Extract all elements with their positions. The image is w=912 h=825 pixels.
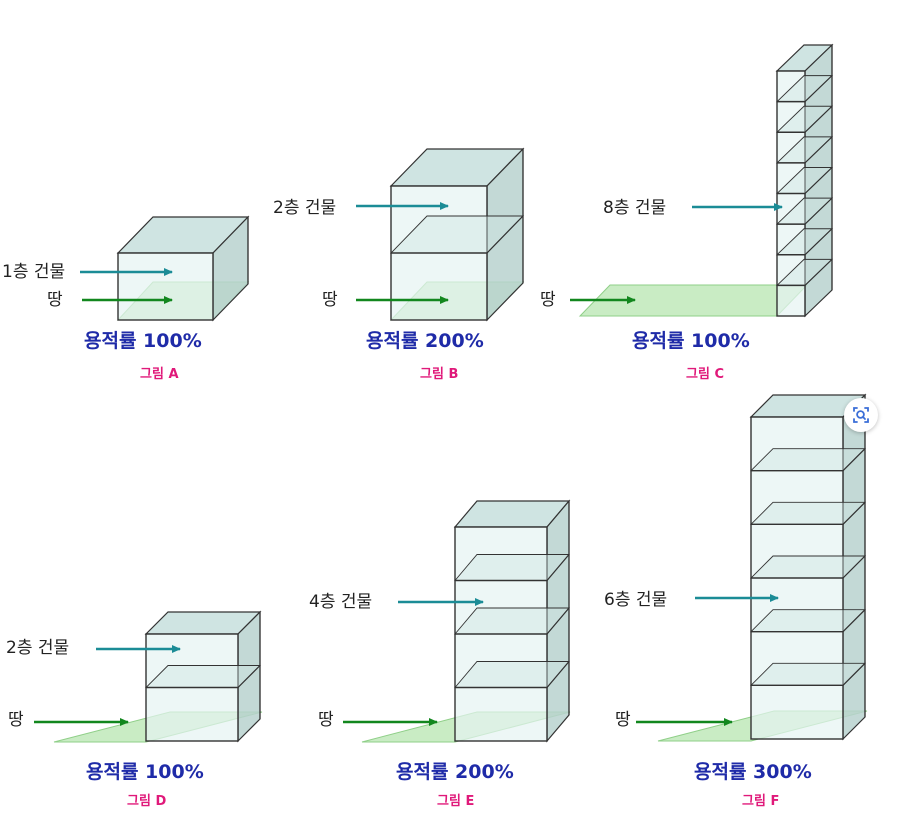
floor-edge-e <box>546 661 570 688</box>
floor-edge-f <box>842 609 866 633</box>
ratio-label-d: 용적률 100% <box>86 761 204 783</box>
building-label-f: 6층 건물 <box>604 590 668 610</box>
figure-caption-c: 그림 C <box>686 367 724 382</box>
building-front-a <box>117 252 214 321</box>
figure-caption-a: 그림 A <box>140 367 179 382</box>
land-label-c: 땅 <box>540 290 556 310</box>
figure-caption-f: 그림 F <box>742 794 780 809</box>
floor-edge-c <box>804 228 833 256</box>
land-label-d: 땅 <box>8 710 24 730</box>
floor-edge-f <box>842 448 866 472</box>
building-label-a: 1층 건물 <box>2 262 66 282</box>
land-label-b: 땅 <box>322 290 338 310</box>
zoom-lens-icon <box>853 407 869 423</box>
ratio-label-f: 용적률 300% <box>694 761 812 783</box>
floor-edge-d <box>237 665 261 688</box>
floor-edge-c <box>804 258 833 286</box>
land-label-f: 땅 <box>615 710 631 730</box>
floor-edge-f <box>842 501 866 525</box>
figure-caption-d: 그림 D <box>127 794 167 809</box>
building-label-b: 2층 건물 <box>273 198 337 218</box>
floor-edge-f <box>842 555 866 579</box>
building-label-e: 4층 건물 <box>309 592 373 612</box>
ratio-label-b: 용적률 200% <box>366 330 484 352</box>
ratio-label-e: 용적률 200% <box>396 761 514 783</box>
floor-edge-c <box>804 167 833 194</box>
floor-edge-b <box>486 215 524 254</box>
ratio-label-a: 용적률 100% <box>84 330 202 352</box>
building-label-d: 2층 건물 <box>6 638 70 658</box>
floor-edge-c <box>804 136 833 164</box>
ratio-label-c: 용적률 100% <box>632 330 750 352</box>
floor-edge-c <box>804 75 833 103</box>
land-label-e: 땅 <box>318 710 334 730</box>
figure-caption-b: 그림 B <box>420 367 459 382</box>
floor-edge-e <box>546 607 570 635</box>
building-label-c: 8층 건물 <box>603 198 667 218</box>
zoom-button[interactable] <box>844 398 878 432</box>
floor-edge-f <box>842 662 866 686</box>
floor-edge-c <box>804 197 833 225</box>
floor-edge-c <box>804 105 833 133</box>
figure-caption-e: 그림 E <box>437 794 475 809</box>
land-label-a: 땅 <box>47 290 63 310</box>
floor-edge-e <box>546 554 570 581</box>
